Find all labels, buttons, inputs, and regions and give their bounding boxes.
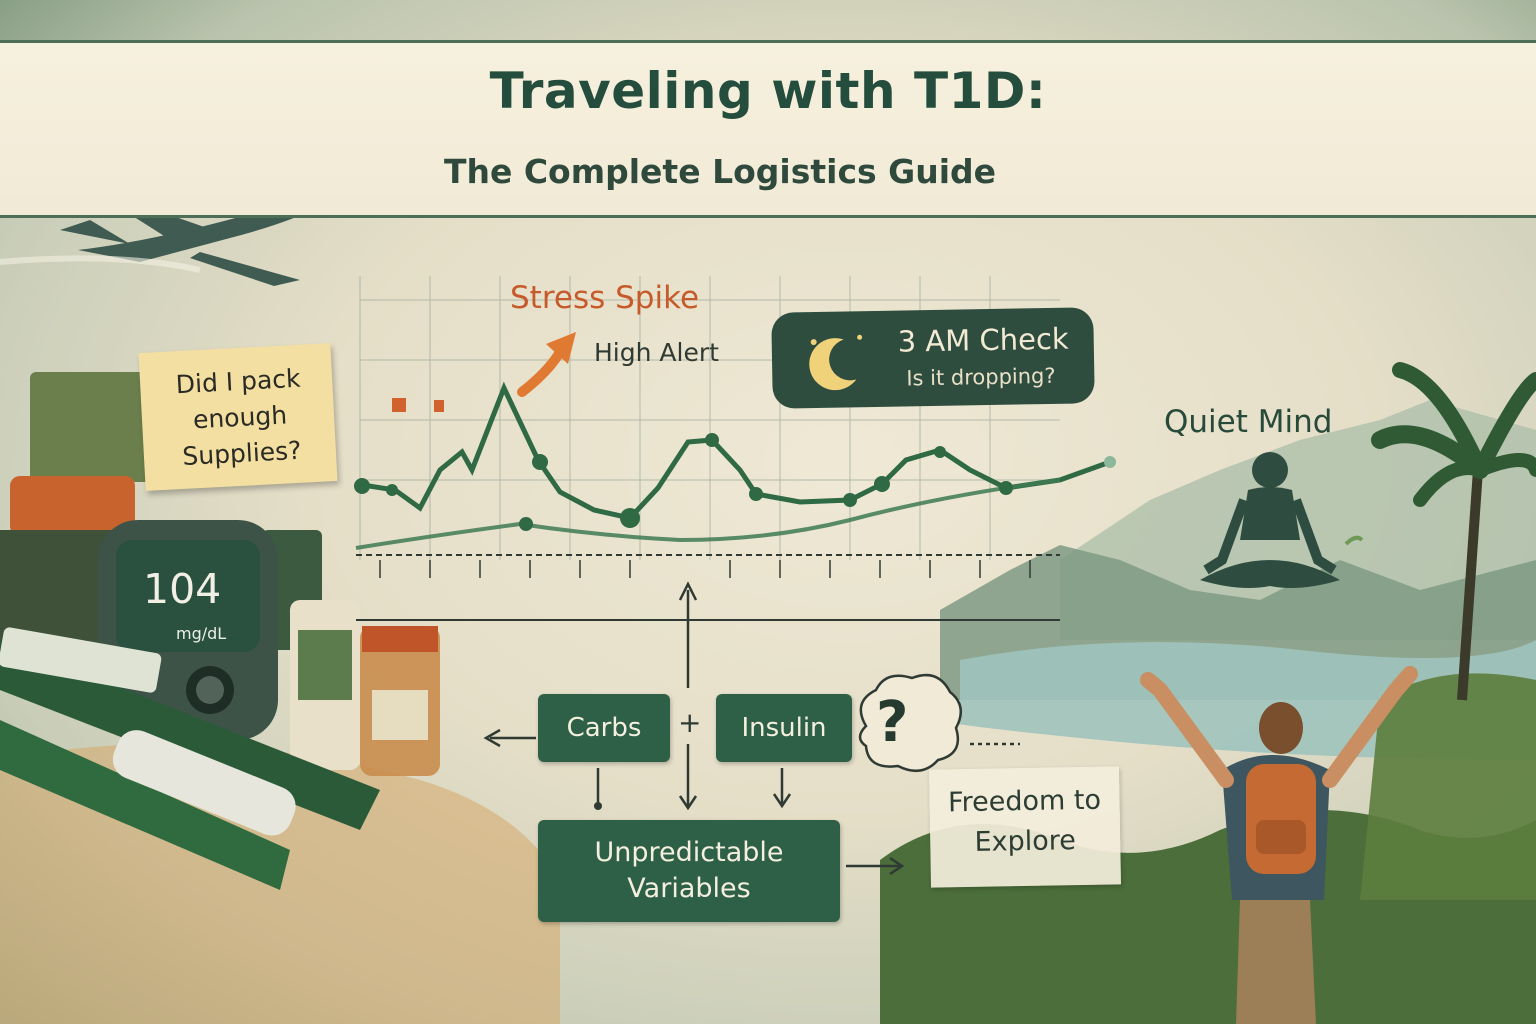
far-mountains [1060, 400, 1536, 640]
page-subtitle: The Complete Logistics Guide [443, 152, 997, 191]
meditation-figure-icon [1200, 452, 1340, 588]
moon-icon [809, 334, 863, 391]
medicine-bottle-icon [290, 600, 440, 776]
sprout-icon [1344, 535, 1364, 546]
freedom-card: Freedom to Explore [928, 766, 1122, 888]
am-check-title: 3 AM Check [897, 321, 1069, 359]
hiker-icon [1140, 666, 1418, 1024]
am-check-subtitle: Is it dropping? [906, 363, 1056, 391]
freedom-label: Freedom to Explore [947, 784, 1102, 858]
glucose-reading-unit: mg/dL [176, 624, 227, 643]
supplies-sticky-note: Did I pack enough Supplies? [138, 343, 338, 491]
spike-arrow-icon [517, 347, 565, 397]
glucose-reading-value: 104 [143, 565, 222, 613]
high-alert-label: High Alert [594, 338, 719, 367]
stress-spike-label: Stress Spike [510, 280, 700, 316]
contrail [0, 255, 201, 273]
thought-bubble-icon [858, 673, 963, 773]
right-bushes [1360, 673, 1536, 900]
palm-tree-icon [1371, 362, 1536, 701]
flow-dot [594, 802, 602, 810]
question-mark: ? [876, 690, 909, 755]
title-band [0, 40, 1536, 218]
page-title: Traveling with T1D: [489, 62, 1047, 120]
axis-ticks [379, 560, 1031, 578]
plus-sign: + [678, 706, 702, 739]
insulin-box: Insulin [716, 694, 852, 762]
spike-arrow-head [546, 332, 576, 364]
supplies-note-text: Did I pack enough Supplies? [175, 363, 303, 471]
glucose-trace-secondary [355, 478, 1061, 550]
am-check-callout: 3 AM Check Is it dropping? [771, 307, 1095, 409]
insulin-pen-icon [0, 627, 380, 890]
carbs-box: Carbs [538, 694, 670, 762]
alert-markers [392, 398, 444, 412]
quiet-mind-label: Quiet Mind [1164, 404, 1333, 440]
glucose-points [354, 433, 1116, 531]
unpredictable-variables-box: Unpredictable Variables [538, 820, 840, 922]
flow-arrows [483, 581, 1020, 876]
